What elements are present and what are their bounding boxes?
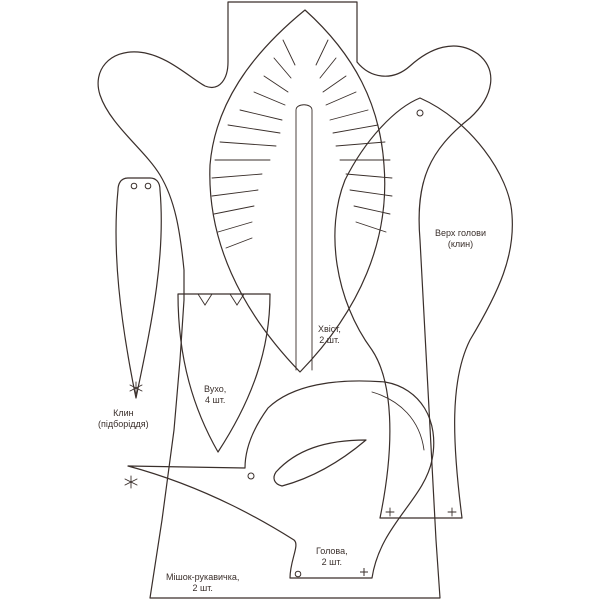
head-bottom-marks bbox=[294, 568, 368, 578]
label-head-top-name: Верх голови bbox=[435, 228, 486, 238]
label-head-name: Голова, bbox=[316, 546, 348, 556]
label-chin-gusset: Клин (підборіддя) bbox=[98, 408, 149, 430]
label-mitten-bag-count: 2 шт. bbox=[192, 583, 213, 593]
label-tail-name: Хвіст, bbox=[318, 324, 341, 334]
head-outline bbox=[127, 380, 435, 579]
label-mitten-bag: Мішок-рукавичка, 2 шт. bbox=[166, 572, 239, 594]
mitten-bag-outline bbox=[97, 1, 492, 599]
label-head: Голова, 2 шт. bbox=[316, 546, 348, 568]
head-eye-shape bbox=[273, 439, 367, 487]
ear-outline bbox=[177, 293, 271, 453]
label-chin-gusset-name: Клин bbox=[113, 408, 134, 418]
label-tail: Хвіст, 2 шт. bbox=[318, 324, 341, 346]
label-chin-gusset-count: (підборіддя) bbox=[98, 419, 149, 429]
label-ear: Вухо, 4 шт. bbox=[204, 384, 226, 406]
label-head-top: Верх голови (клин) bbox=[435, 228, 486, 250]
ear-darts bbox=[197, 293, 245, 306]
head-top-outline bbox=[334, 97, 513, 519]
chin-gusset-outline bbox=[115, 177, 162, 399]
head-eye-circle bbox=[247, 472, 255, 480]
tail-outline bbox=[209, 9, 386, 373]
label-ear-name: Вухо, bbox=[204, 384, 227, 394]
head-asterisk bbox=[124, 475, 138, 489]
head-top-notch-circle bbox=[416, 109, 424, 117]
label-ear-count: 4 шт. bbox=[204, 395, 226, 405]
label-head-top-count: (клин) bbox=[447, 239, 474, 249]
head-top-cross-marks bbox=[385, 507, 457, 517]
label-mitten-bag-name: Мішок-рукавичка, bbox=[166, 572, 240, 582]
label-tail-count: 2 шт. bbox=[319, 335, 340, 345]
label-head-count: 2 шт. bbox=[321, 557, 342, 567]
tail-veins bbox=[211, 39, 393, 249]
chin-gusset-circles bbox=[130, 182, 152, 190]
head-dart bbox=[371, 391, 425, 451]
tail-slit bbox=[295, 104, 313, 371]
chin-gusset-asterisk bbox=[129, 381, 143, 395]
